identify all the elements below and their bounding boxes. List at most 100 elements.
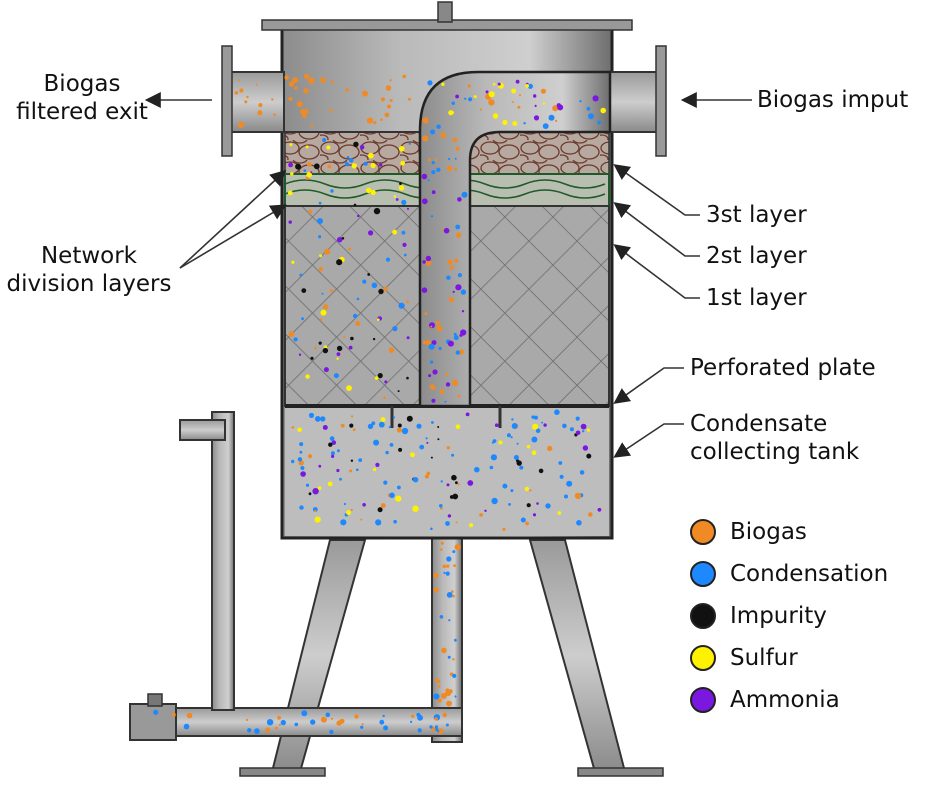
particle [254,728,260,734]
particle [575,430,581,436]
particle [411,714,415,718]
particle [458,349,464,355]
particle [343,502,346,506]
particle [440,548,443,551]
particle [434,727,439,732]
particle [244,100,248,104]
particle [449,495,454,499]
particle [368,152,374,159]
particle [307,162,312,167]
particle [498,440,503,445]
particle [340,423,345,428]
particle [497,82,501,86]
particle [333,373,339,379]
particle [408,142,411,145]
particle [401,230,406,235]
particle [448,157,451,161]
particle [511,101,514,103]
particle [422,117,429,124]
particle [452,493,459,500]
legend-label-impurity: Impurity [730,603,827,629]
particle [308,209,313,214]
particle [291,426,295,429]
particle [356,297,360,301]
particle [318,266,323,272]
particle [327,481,333,487]
particle [266,719,274,726]
particle [520,517,526,523]
particle [468,97,473,102]
particle [452,379,459,386]
particle [441,82,445,86]
particle [393,519,397,524]
particle [385,450,389,455]
particle [449,265,454,270]
particle [361,723,364,726]
particle [512,121,518,126]
particle [341,237,345,240]
particle [298,353,302,356]
particle [352,428,356,431]
particle [435,725,438,729]
particle [439,615,444,619]
particle [336,357,339,360]
particle [438,346,442,350]
particle [348,345,353,350]
particle [365,187,372,194]
particle [492,113,499,119]
particle [300,466,305,470]
particle [312,488,319,495]
particle [542,123,549,129]
particle [310,719,316,725]
particle [600,107,606,114]
particle [384,112,390,118]
particle [336,352,341,356]
particle [383,725,389,731]
particle [533,94,537,98]
label-condensate-tank-line2: collecting tank [690,439,860,465]
particle [310,356,314,360]
particle [541,421,544,424]
legend-swatch-ammonia [690,687,716,713]
particle [557,511,562,515]
particle [455,224,461,230]
particle [320,309,327,316]
particle [291,260,295,264]
particle [575,416,580,421]
particle [379,719,385,725]
particle [455,481,458,485]
particle [288,162,293,168]
particle [399,182,402,186]
particle [346,156,350,159]
particle [299,442,304,447]
particle [484,509,487,512]
particle [301,317,304,321]
particle [303,88,309,94]
particle [510,436,513,439]
particle [401,427,409,435]
particle [383,480,388,485]
particle [348,158,354,163]
particle [374,376,379,380]
particle [566,480,573,487]
particle [445,723,449,727]
particle [410,720,413,724]
particle [453,335,459,341]
particle [351,415,354,418]
particle [318,341,322,345]
particle [457,483,460,486]
particle [430,456,433,459]
particle [340,519,347,526]
particle [402,242,407,247]
particle [310,124,314,128]
particle [440,541,444,545]
particle [303,73,310,80]
particle [153,709,159,715]
particle [356,468,359,472]
particle [446,700,452,707]
particle [469,523,474,528]
particle [430,129,436,135]
particle [380,503,386,508]
particle [473,95,477,99]
particle [557,104,564,111]
